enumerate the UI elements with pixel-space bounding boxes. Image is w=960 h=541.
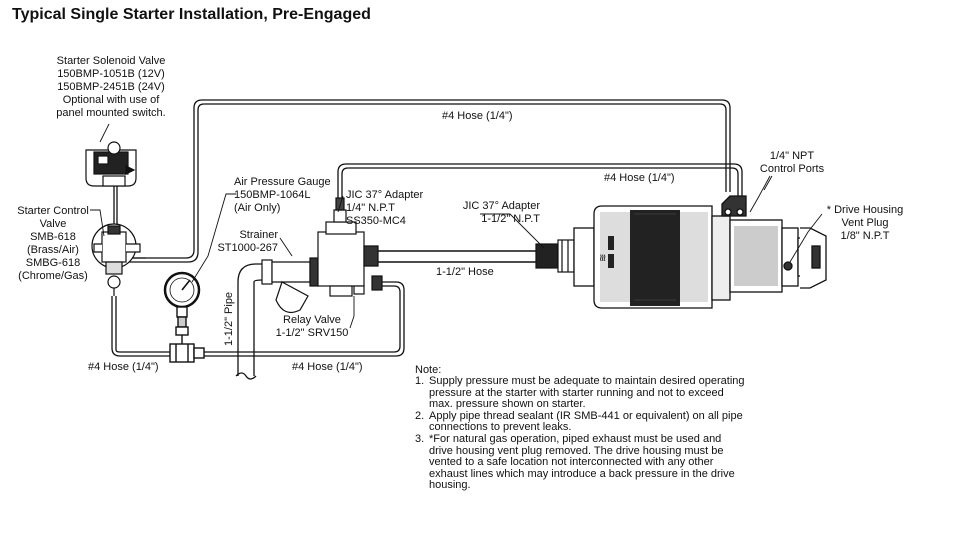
hose-main-label: 1-1/2" Hose [436,266,494,278]
pressure-gauge [163,271,205,363]
hose-bottom-mid-label: #4 Hose (1/4") [292,361,363,373]
jic-adapter-2 [535,239,575,273]
note-item: 1.Supply pressure must be adequate to ma… [415,375,745,411]
notes-list: 1.Supply pressure must be adequate to ma… [415,375,745,492]
relay-valve [317,197,383,297]
svg-text:≋: ≋ [598,254,609,262]
control-ports-label: 1/4" NPT Control Ports [759,150,825,175]
notes-title: Note: [415,364,442,376]
jic-adapter-1-label: JIC 37° Adapter 1/4" N.P.T SS350-MC4 [346,189,424,227]
hose-mid-label: #4 Hose (1/4") [604,172,675,184]
hose-bottom-left-line [111,296,170,357]
note-item: 2.Apply pipe thread sealant (IR SMB-441 … [415,409,743,434]
solenoid-valve [85,141,137,187]
control-valve [91,223,146,296]
starter-motor: ≋ [573,195,827,309]
hose-bottom-left-label: #4 Hose (1/4") [88,361,159,373]
note-item: 3.*For natural gas operation, piped exha… [415,432,735,492]
hose-top-label: #4 Hose (1/4") [442,110,513,122]
hose-mid-line [337,163,743,200]
solenoid-valve-label: Starter Solenoid Valve 150BMP-1051B (12V… [56,55,166,119]
drive-housing-label: * Drive Housing Vent Plug 1/8" N.P.T [826,204,904,242]
jic-adapter-2-label: JIC 37° Adapter 1-1/2" N.P.T [462,200,540,225]
strainer-label: Strainer ST1000-267 [217,229,278,254]
strainer [261,257,319,313]
control-valve-label: Starter Control Valve SMB-618 (Brass/Air… [17,205,89,282]
hose-bottom-mid-line [192,281,405,357]
pipe-label: 1-1/2" Pipe [223,291,235,346]
relay-valve-label: Relay Valve 1-1/2" SRV150 [275,314,349,339]
page-title: Typical Single Starter Installation, Pre… [12,6,371,23]
air-gauge-label: Air Pressure Gauge 150BMP-1064L (Air Onl… [234,176,331,214]
